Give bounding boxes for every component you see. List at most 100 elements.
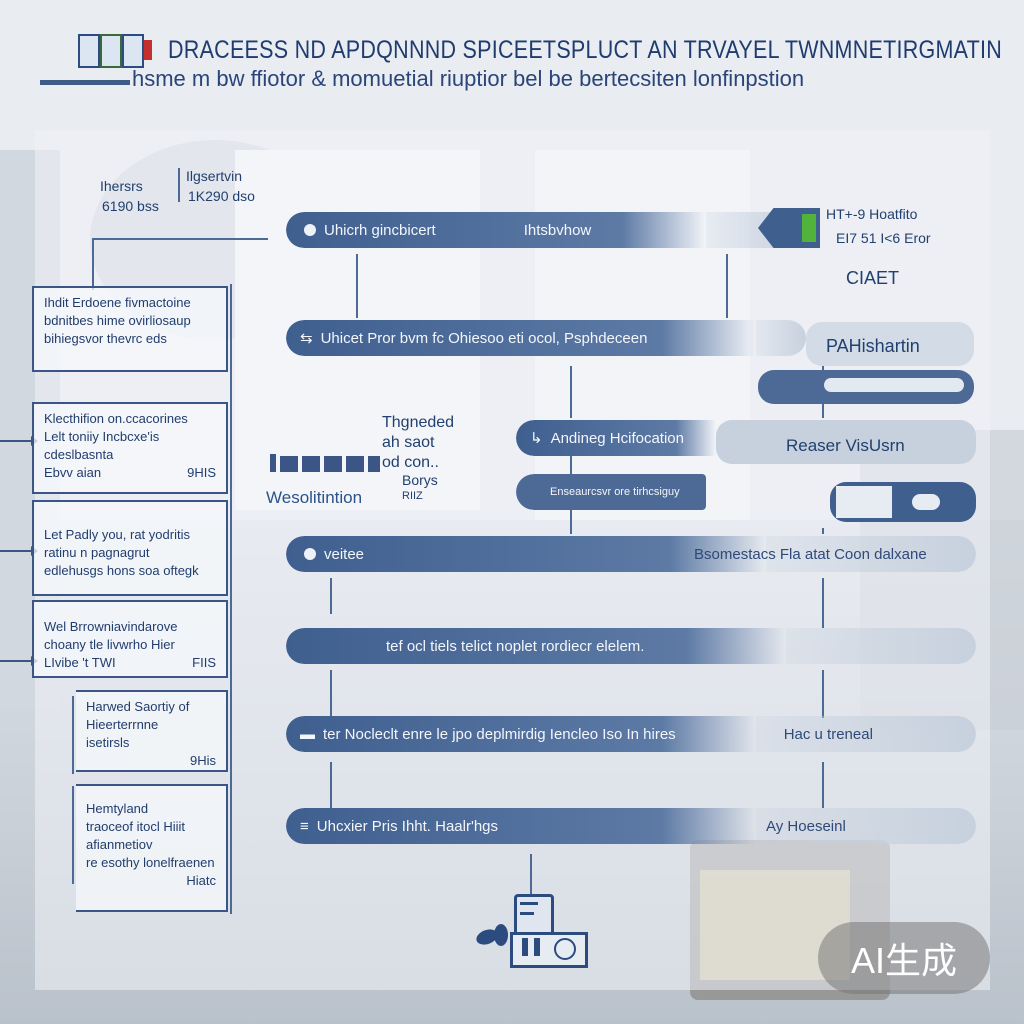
diagram-subtitle: hsme m bw ffiotor & momuetial riuptior b… (132, 66, 805, 91)
connector (230, 284, 232, 914)
top-label: Ihersrs (100, 178, 143, 194)
step-label: Uhicet Pror bvm fc Ohiesoo eti ocol, Psp… (320, 329, 648, 347)
box-text: Ebvv aian (44, 465, 102, 480)
step-label: Uhcxier Pris Ihht. Haalr'hgs (316, 817, 499, 835)
box-text: ratinu n pagnagrut (44, 545, 150, 560)
arrow-icon (0, 546, 38, 556)
box-footnote: 9His (189, 753, 216, 768)
logo-icon (78, 34, 160, 68)
bullet-icon (304, 548, 316, 560)
flow-step: veitee Bsomestacs Fla atat Coon dalxane (286, 536, 976, 572)
box-text: Hieerterrnne (86, 717, 159, 732)
box-text: traoceof itocl Hiiit (86, 819, 185, 834)
blocks-icon (270, 454, 382, 474)
connector (356, 254, 358, 318)
flow-step: Enseaurcsvr ore tirhcsiguy (516, 474, 706, 510)
connector (330, 762, 332, 808)
side-card (806, 322, 974, 366)
flow-step: ▬ ter Nocleclt enre le jpo deplmirdig Ie… (286, 716, 976, 752)
info-box: Hemtyland traoceof itocl Hiiit afianmeti… (76, 784, 228, 912)
box-text: Klecthifion on.ccacorines (44, 411, 188, 426)
connector (72, 786, 74, 884)
box-text: Wel Brrowniavindarove (44, 619, 178, 634)
ai-generated-badge: AI生成 (818, 922, 990, 994)
step-label: Andineg Hcifocation (550, 429, 684, 447)
connector (570, 366, 572, 418)
box-text: edlehusgs hons soa oftegk (44, 563, 199, 578)
building-icon (474, 894, 588, 968)
right-label: HT+-9 Hoatfito (826, 206, 918, 222)
middle-label: Wesolitintion (266, 488, 363, 507)
box-text: Lelt toniiy Incbcxe'is (44, 429, 160, 444)
middle-label: RIIZ (402, 490, 423, 502)
box-footnote: Hiatc (186, 873, 216, 888)
box-text: choany tle livwrho Hier (44, 637, 175, 652)
side-card (758, 370, 974, 404)
step-label: Enseaurcsvr ore tirhcsiguy (550, 486, 680, 498)
connector (726, 254, 728, 318)
middle-label: od con.. (382, 454, 439, 471)
right-label: PAHishartin (826, 336, 920, 356)
box-text: LIvibe 't TWI (44, 655, 116, 670)
title-underline (40, 80, 130, 85)
box-text: bdnitbes hime ovirliosaup (44, 313, 191, 328)
side-card (716, 420, 976, 464)
connector (178, 168, 180, 202)
connector (330, 670, 332, 718)
info-box: Let Padly you, rat yodritis ratinu n pag… (32, 500, 228, 596)
connector (822, 762, 824, 808)
connector (822, 528, 824, 534)
step-label: ter Nocleclt enre le jpo deplmirdig Ienc… (323, 725, 676, 743)
info-box: Harwed Saortiy of Hieerterrnne isetirsls… (76, 690, 228, 772)
connector (822, 670, 824, 718)
box-footnote: 9HIS (187, 465, 216, 480)
right-label: EI7 51 I<6 Eror (836, 230, 931, 246)
box-text: isetirsls (86, 735, 130, 750)
right-label: Reaser VisUsrn (786, 436, 905, 455)
info-box: Wel Brrowniavindarove choany tle livwrho… (32, 600, 228, 678)
list-icon: ≡ (300, 817, 309, 835)
connector (92, 238, 268, 240)
middle-label: ah saot (382, 434, 435, 451)
right-label: CIAET (846, 268, 900, 288)
box-text: cdeslbasnta (44, 447, 114, 462)
flow-step: tef ocl tiels telict noplet rordiecr ele… (286, 628, 976, 664)
step-label: Bsomestacs Fla atat Coon dalxane (694, 545, 927, 563)
bullet-icon (304, 224, 316, 236)
side-card (830, 482, 976, 522)
flow-step: ⇆ Uhicet Pror bvm fc Ohiesoo eti ocol, P… (286, 320, 806, 356)
connector (822, 578, 824, 628)
box-text: Hemtyland (86, 801, 149, 816)
connector (530, 854, 532, 898)
step-label: Hac u treneal (783, 725, 873, 743)
step-label: Uhicrh gincbicert (324, 221, 436, 239)
connector (330, 578, 332, 614)
step-label: tef ocl tiels telict noplet rordiecr ele… (386, 637, 645, 655)
top-label: 6190 bss (102, 198, 159, 214)
middle-label: Thgneded (382, 414, 455, 431)
link-icon: ⇆ (300, 330, 313, 347)
box-text: Let Padly you, rat yodritis (44, 527, 190, 542)
step-label: Ay Hoeseinl (766, 817, 846, 835)
box-text: Harwed Saortiy of (86, 699, 190, 714)
box-text: bihiegsvor thevrc eds (44, 331, 167, 346)
arrow-icon: ↳ (530, 430, 543, 447)
connector (72, 696, 74, 774)
arrow-icon (0, 436, 38, 446)
middle-label: Borys (402, 472, 438, 488)
box-footnote: FIIS (192, 655, 216, 670)
info-box: Ihdit Erdoene fivmactoine bdnitbes hime … (32, 286, 228, 372)
box-text: Ihdit Erdoene fivmactoine (44, 295, 191, 310)
step-label: Ihtsbvhow (523, 221, 592, 239)
flow-step: ≡ Uhcxier Pris Ihht. Haalr'hgs Ay Hoesei… (286, 808, 976, 844)
connector (92, 238, 94, 290)
box-text: re esothy lonelfraenen (86, 855, 215, 870)
box-text: afianmetiov (86, 837, 153, 852)
step-label: veitee (324, 545, 365, 563)
document-icon: ▬ (300, 725, 315, 743)
flow-step: Uhicrh gincbicert Ihtsbvhow (286, 212, 806, 248)
info-box: Klecthifion on.ccacorines Lelt toniiy In… (32, 402, 228, 494)
flow-step: ↳ Andineg Hcifocation (516, 420, 716, 456)
top-label: 1K290 dso (188, 188, 255, 204)
diagram-title: DRACEESS ND APDQNNND SPICEETSPLUCT AN TR… (168, 36, 1003, 64)
